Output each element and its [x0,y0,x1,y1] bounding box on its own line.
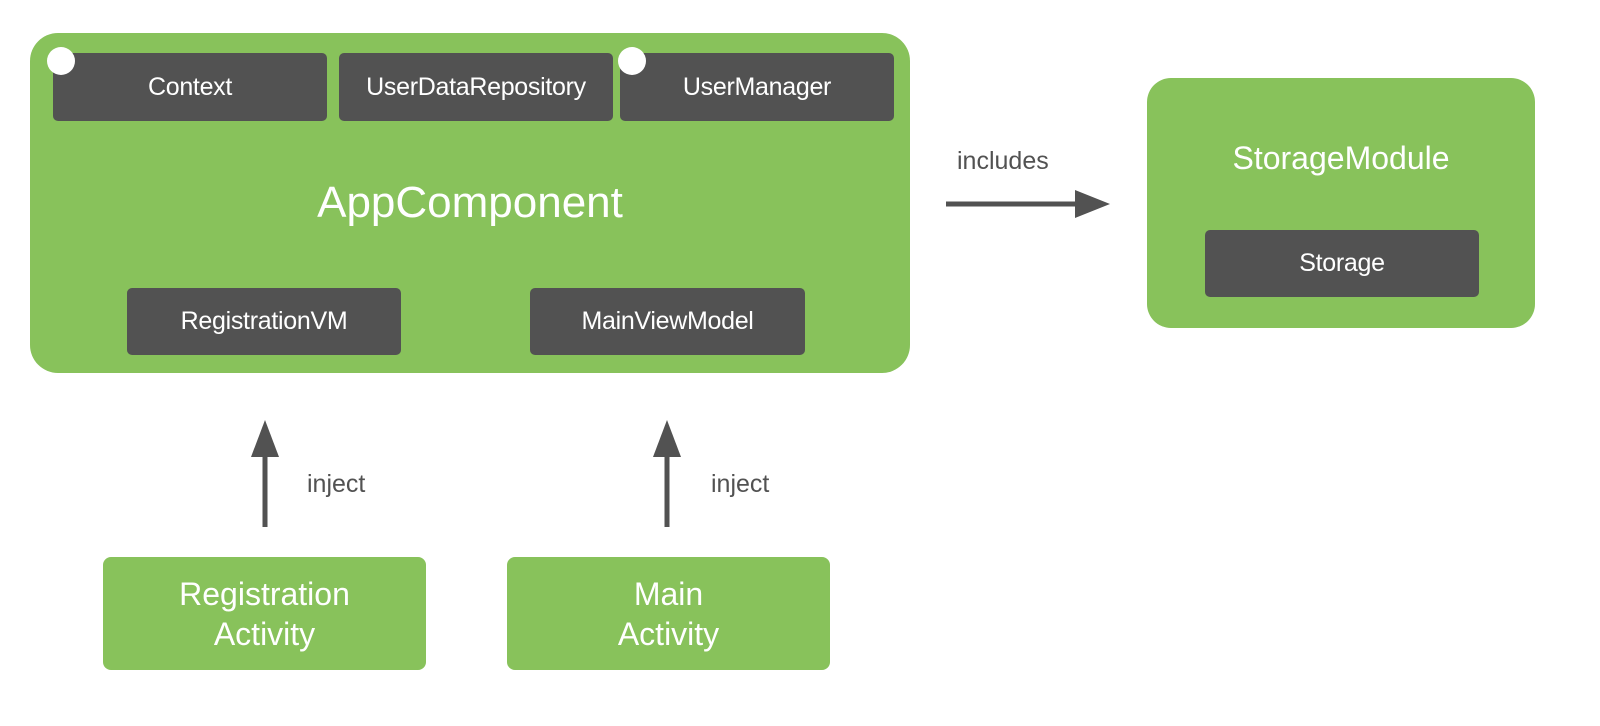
binding-main-view-model: MainViewModel [530,288,805,355]
main-activity: Main Activity [507,557,830,670]
inject-arrowhead-registration [251,420,279,457]
inject-label-registration: inject [307,470,366,498]
binding-user-manager: UserManager [620,53,894,121]
binding-context: Context [53,53,327,121]
app-component-title: AppComponent [317,178,623,227]
storage-module-title: StorageModule [1232,140,1450,176]
registration-activity-line1: Registration [179,575,350,612]
registration-activity-line2: Activity [213,615,316,652]
includes-label: includes [957,147,1049,175]
registration-activity: Registration Activity [103,557,426,670]
binding-user-data-repository: UserDataRepository [339,53,613,121]
inject-arrowhead-main [653,420,681,457]
binding-registration-vm: RegistrationVM [127,288,401,355]
main-activity-line1: Main [633,575,704,612]
binding-storage: Storage [1205,230,1479,297]
inject-label-main: inject [711,470,770,498]
main-activity-line2: Activity [617,615,720,652]
scope-dot-context [47,47,75,75]
includes-arrowhead [1075,190,1110,218]
scope-dot-user-manager [618,47,646,75]
